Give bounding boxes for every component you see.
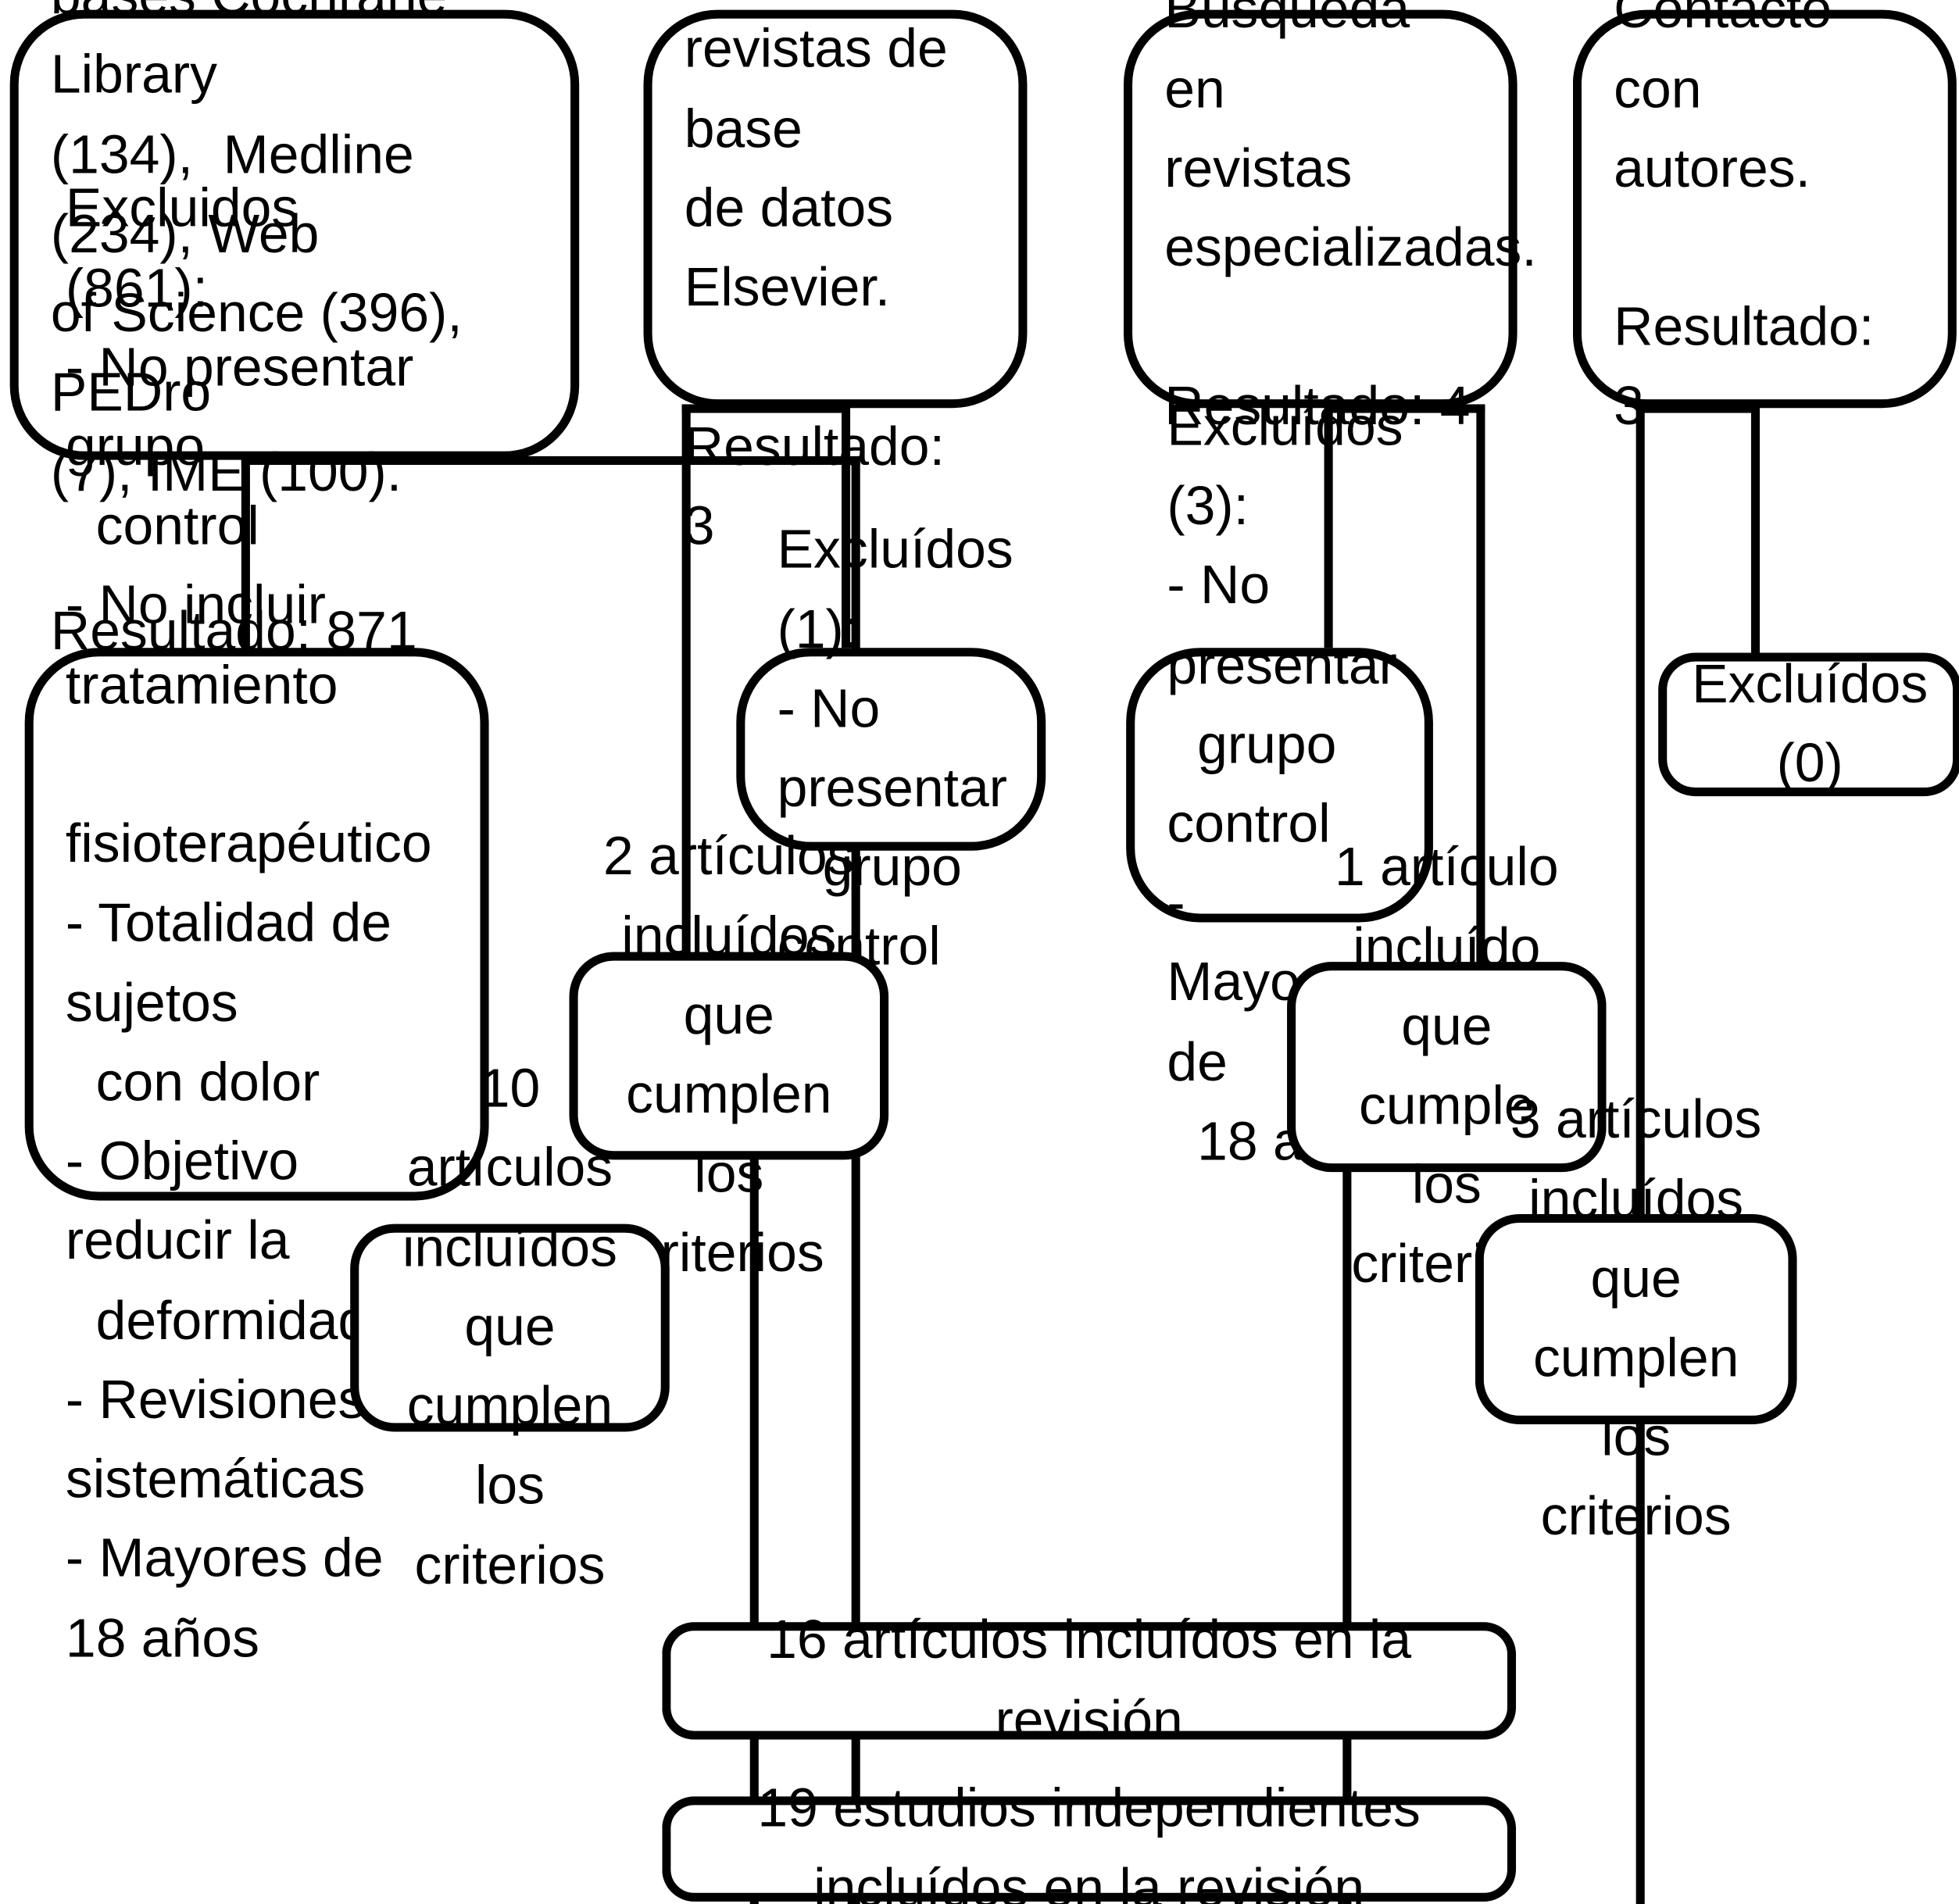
- source-box-electronic-databases: Búsqueda electrónica en bases Cochrane L…: [9, 0, 580, 662]
- connector-col2-to-excluded: [841, 404, 851, 648]
- connector-col4-split-bar: [1635, 404, 1761, 413]
- source-box-elsevier-journals: Búsqueda en revistas de base de datos El…: [643, 0, 1028, 556]
- included-text-1: 1 artículo incluído que cumple los crite…: [1335, 837, 1559, 1295]
- total-articles-text: 16 artículos incluídos en la revisión: [767, 1609, 1427, 1750]
- connector-col3-to-included: [1476, 404, 1485, 967]
- connector-col1-to-excluded: [241, 455, 250, 658]
- source-text-electronic-databases: Búsqueda electrónica en bases Cochrane L…: [50, 0, 463, 662]
- connector-col3-to-excluded: [1324, 404, 1333, 648]
- excluded-box-0: Excluídos (0): [1658, 652, 1959, 797]
- connector-included1-to-merge: [1342, 1162, 1352, 1904]
- source-text-author-contact: Contacto con autores. Resultado: 3: [1614, 0, 1875, 438]
- included-box-10: 10 artículos incluídos que cumplen los c…: [350, 1059, 670, 1595]
- total-studies-box: 19 estudios independientes incluídos en …: [662, 1778, 1517, 1904]
- connector-col4-to-excluded: [1750, 404, 1761, 653]
- connector-col2-split-bar: [681, 404, 849, 413]
- excluded-text-0: Excluídos (0): [1692, 653, 1943, 794]
- connector-col2-to-included: [681, 404, 691, 961]
- included-box-3: 3 artículos incluídos que cumplen los cr…: [1475, 1090, 1797, 1547]
- connector-col3-split-bar: [1324, 404, 1485, 413]
- connector-col4-to-included: [1635, 404, 1645, 1904]
- included-box-1: 1 artículo incluído que cumple los crite…: [1287, 838, 1607, 1295]
- source-text-elsevier-journals: Búsqueda en revistas de base de datos El…: [684, 0, 948, 556]
- source-box-author-contact: Contacto con autores. Resultado: 3: [1572, 0, 1957, 437]
- excluded-text-3: Excluídos (3): - No presentar grupo cont…: [1167, 396, 1403, 1173]
- included-text-2: 2 artículos incluídos que cumplen los cr…: [603, 826, 855, 1284]
- connector-included2-to-merge: [749, 1149, 759, 1904]
- included-text-10: 10 artículos incluídos que cumplen los c…: [402, 1058, 617, 1596]
- source-box-specialized-journals: Búsqueda en revistas especializadas. Res…: [1124, 0, 1537, 437]
- included-text-3: 3 artículos incluídos que cumplen los cr…: [1510, 1089, 1762, 1548]
- excluded-box-3: Excluídos (3): - No presentar grupo cont…: [1126, 397, 1433, 1172]
- source-text-specialized-journals: Búsqueda en revistas especializadas. Res…: [1164, 0, 1537, 438]
- connector-col1-bypass: [851, 455, 860, 1904]
- excluded-box-861: Excluidos (861): - No presentar grupo co…: [24, 178, 489, 1669]
- connector-col1-split-bar: [241, 455, 860, 466]
- excluded-text-861: Excluidos (861): - No presentar grupo co…: [65, 178, 432, 1669]
- total-articles-box: 16 artículos incluídos en la revisión: [662, 1610, 1517, 1750]
- included-box-2: 2 artículos incluídos que cumplen los cr…: [569, 827, 889, 1284]
- total-studies-text: 19 estudios independientes incluídos en …: [757, 1778, 1436, 1904]
